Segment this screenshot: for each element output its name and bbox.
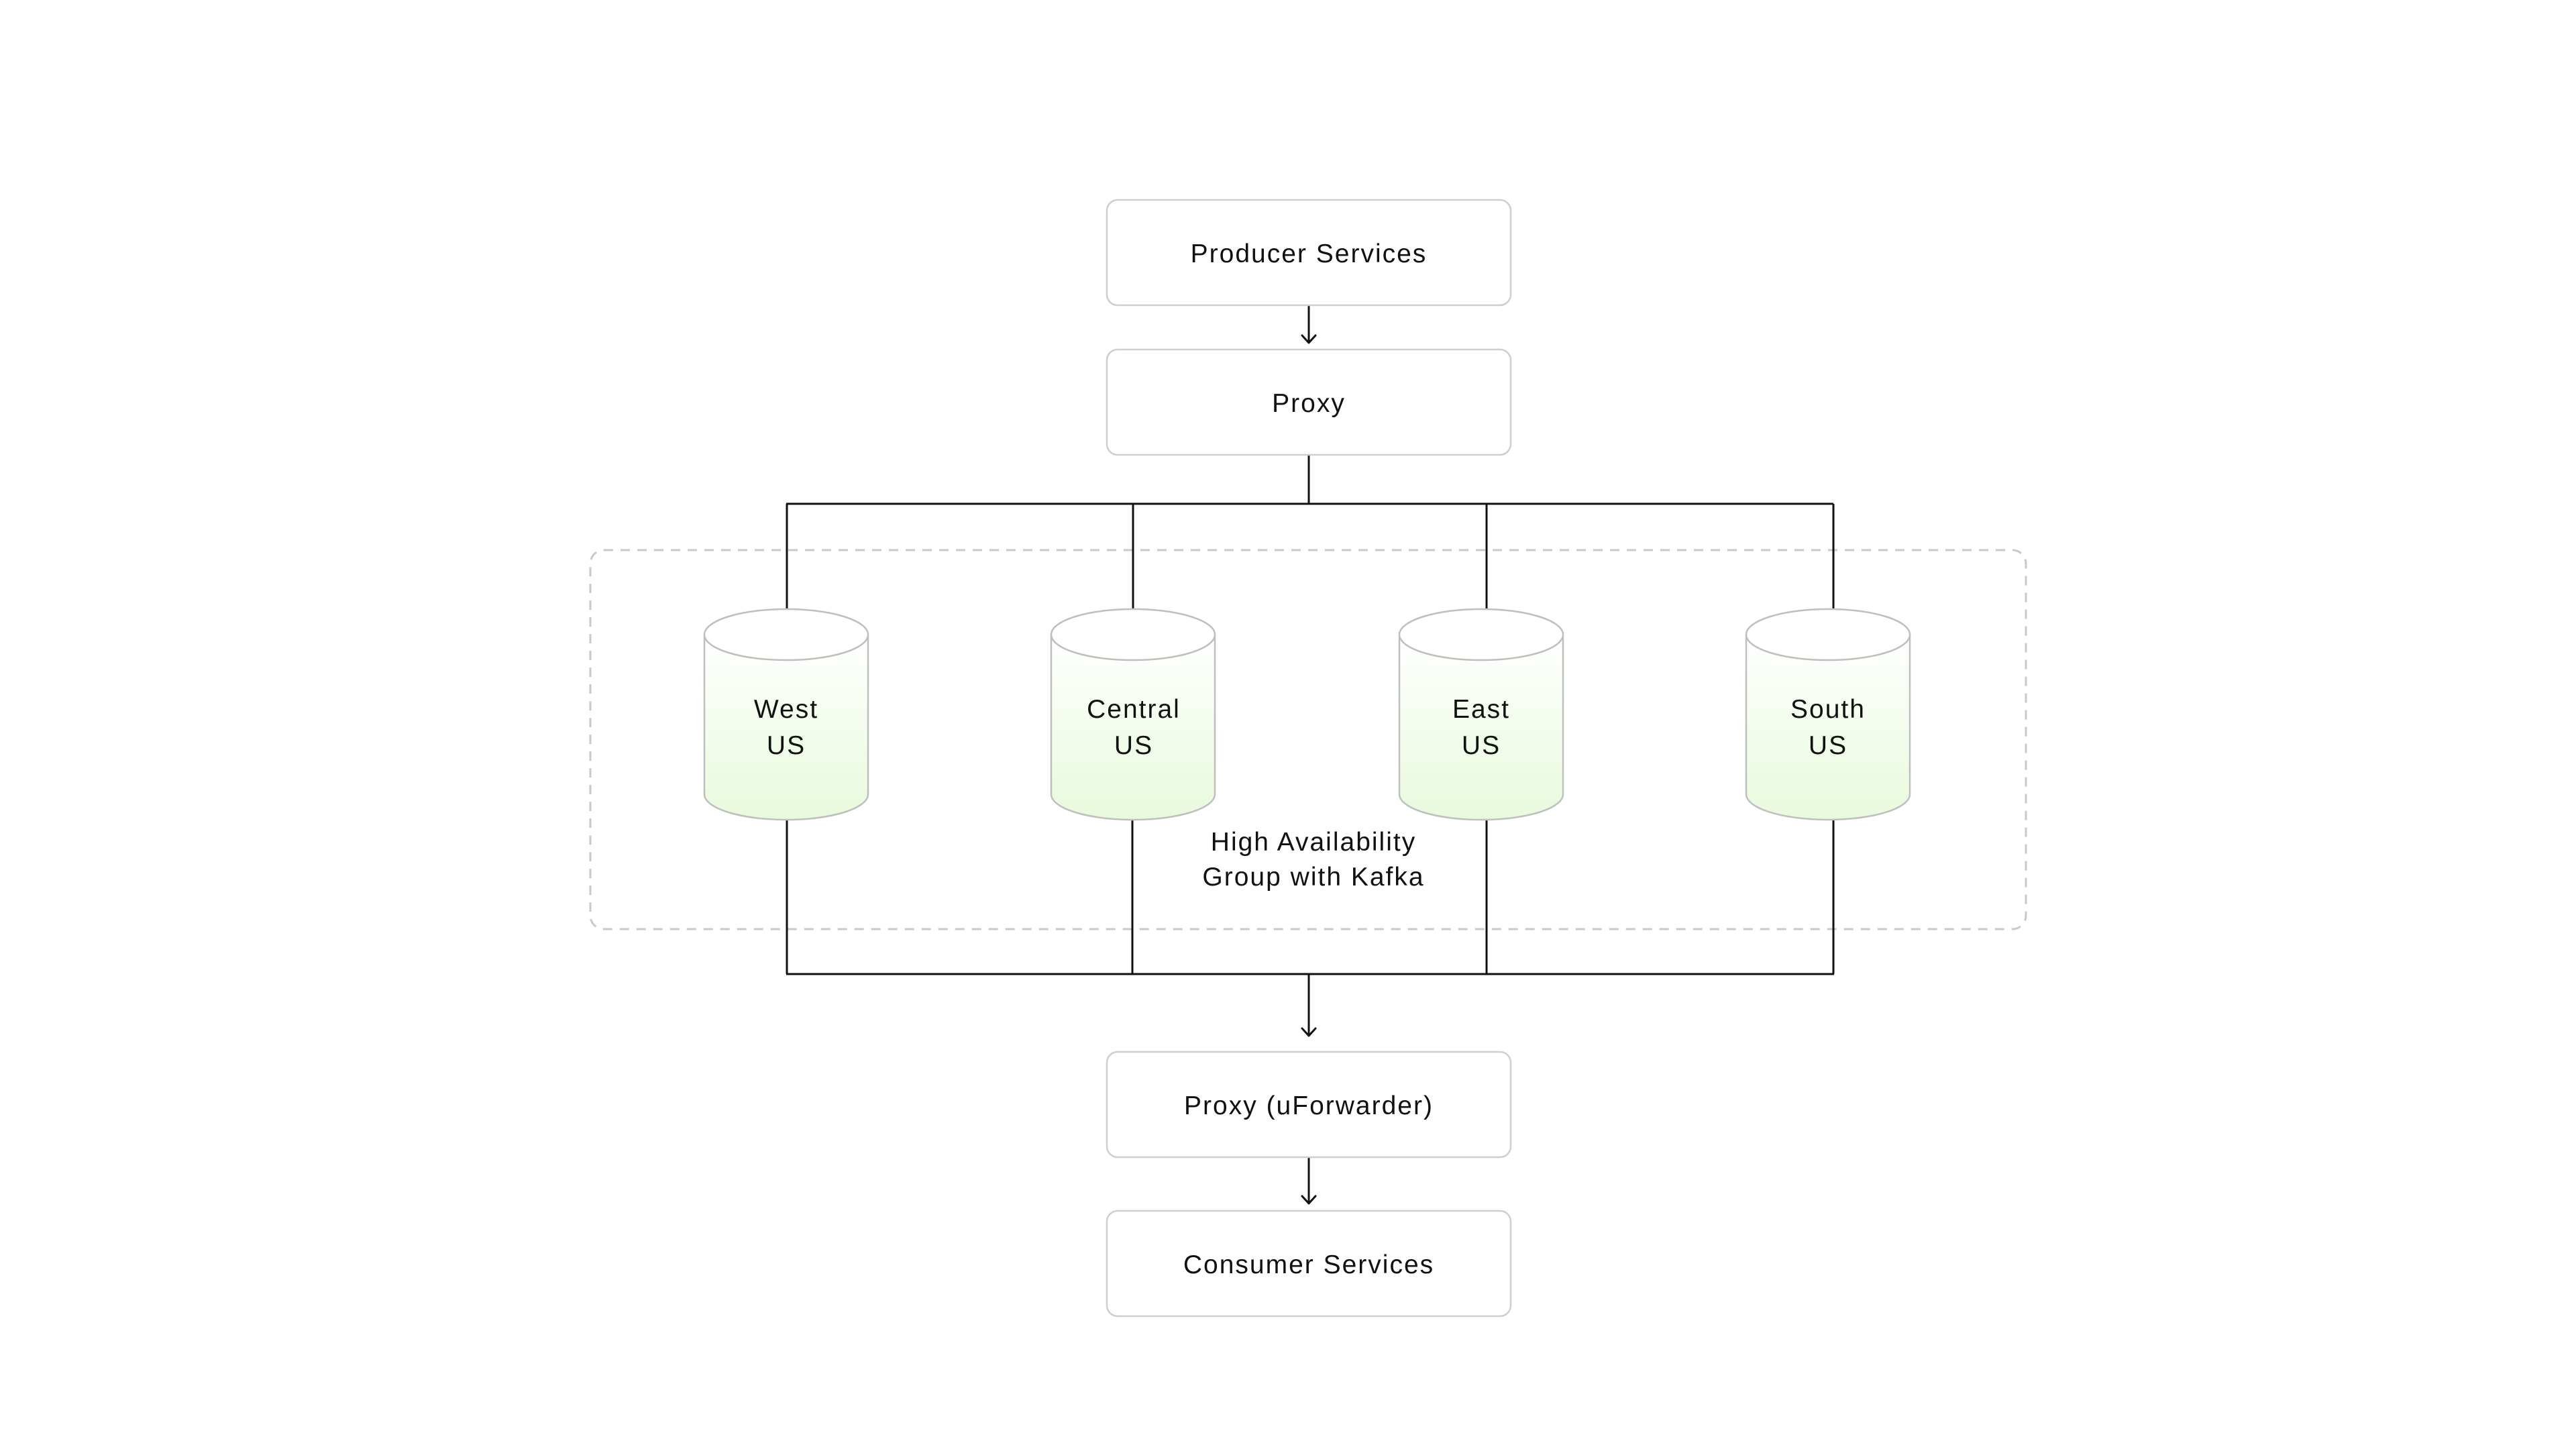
- region-label-line1: East: [1452, 695, 1510, 724]
- connector-proxy-fanout: [779, 455, 1841, 629]
- connector-producer-to-proxy: [1301, 305, 1317, 344]
- producer-services-node: Producer Services: [1106, 199, 1512, 307]
- proxy-forwarder-node: Proxy (uForwarder): [1106, 1051, 1512, 1159]
- region-label-line2: US: [1114, 731, 1153, 760]
- group-label-line1: High Availability: [1211, 828, 1416, 857]
- region-label-line2: US: [767, 731, 806, 760]
- region-cylinder-central: Central US: [1050, 608, 1216, 821]
- region-label-line2: US: [1462, 731, 1501, 760]
- region-label-line1: West: [754, 695, 818, 724]
- region-label-line1: Central: [1087, 695, 1181, 724]
- region-label-line1: South: [1790, 695, 1866, 724]
- region-cylinder-south: South US: [1745, 608, 1911, 821]
- region-cylinder-west: West US: [703, 608, 869, 821]
- group-label-line2: Group with Kafka: [1202, 863, 1424, 892]
- proxy-forwarder-label: Proxy (uForwarder): [1184, 1091, 1434, 1120]
- region-label-line2: US: [1809, 731, 1847, 760]
- producer-services-label: Producer Services: [1191, 239, 1428, 268]
- consumer-services-node: Consumer Services: [1106, 1210, 1512, 1318]
- proxy-label: Proxy: [1272, 389, 1346, 418]
- ha-group-frame: [589, 549, 2027, 930]
- connector-forwarder-to-consumer: [1301, 1157, 1317, 1205]
- consumer-services-label: Consumer Services: [1183, 1250, 1434, 1279]
- proxy-node: Proxy: [1106, 348, 1512, 456]
- connector-regions-merge: [786, 820, 1835, 1037]
- region-cylinder-east: East US: [1398, 608, 1564, 821]
